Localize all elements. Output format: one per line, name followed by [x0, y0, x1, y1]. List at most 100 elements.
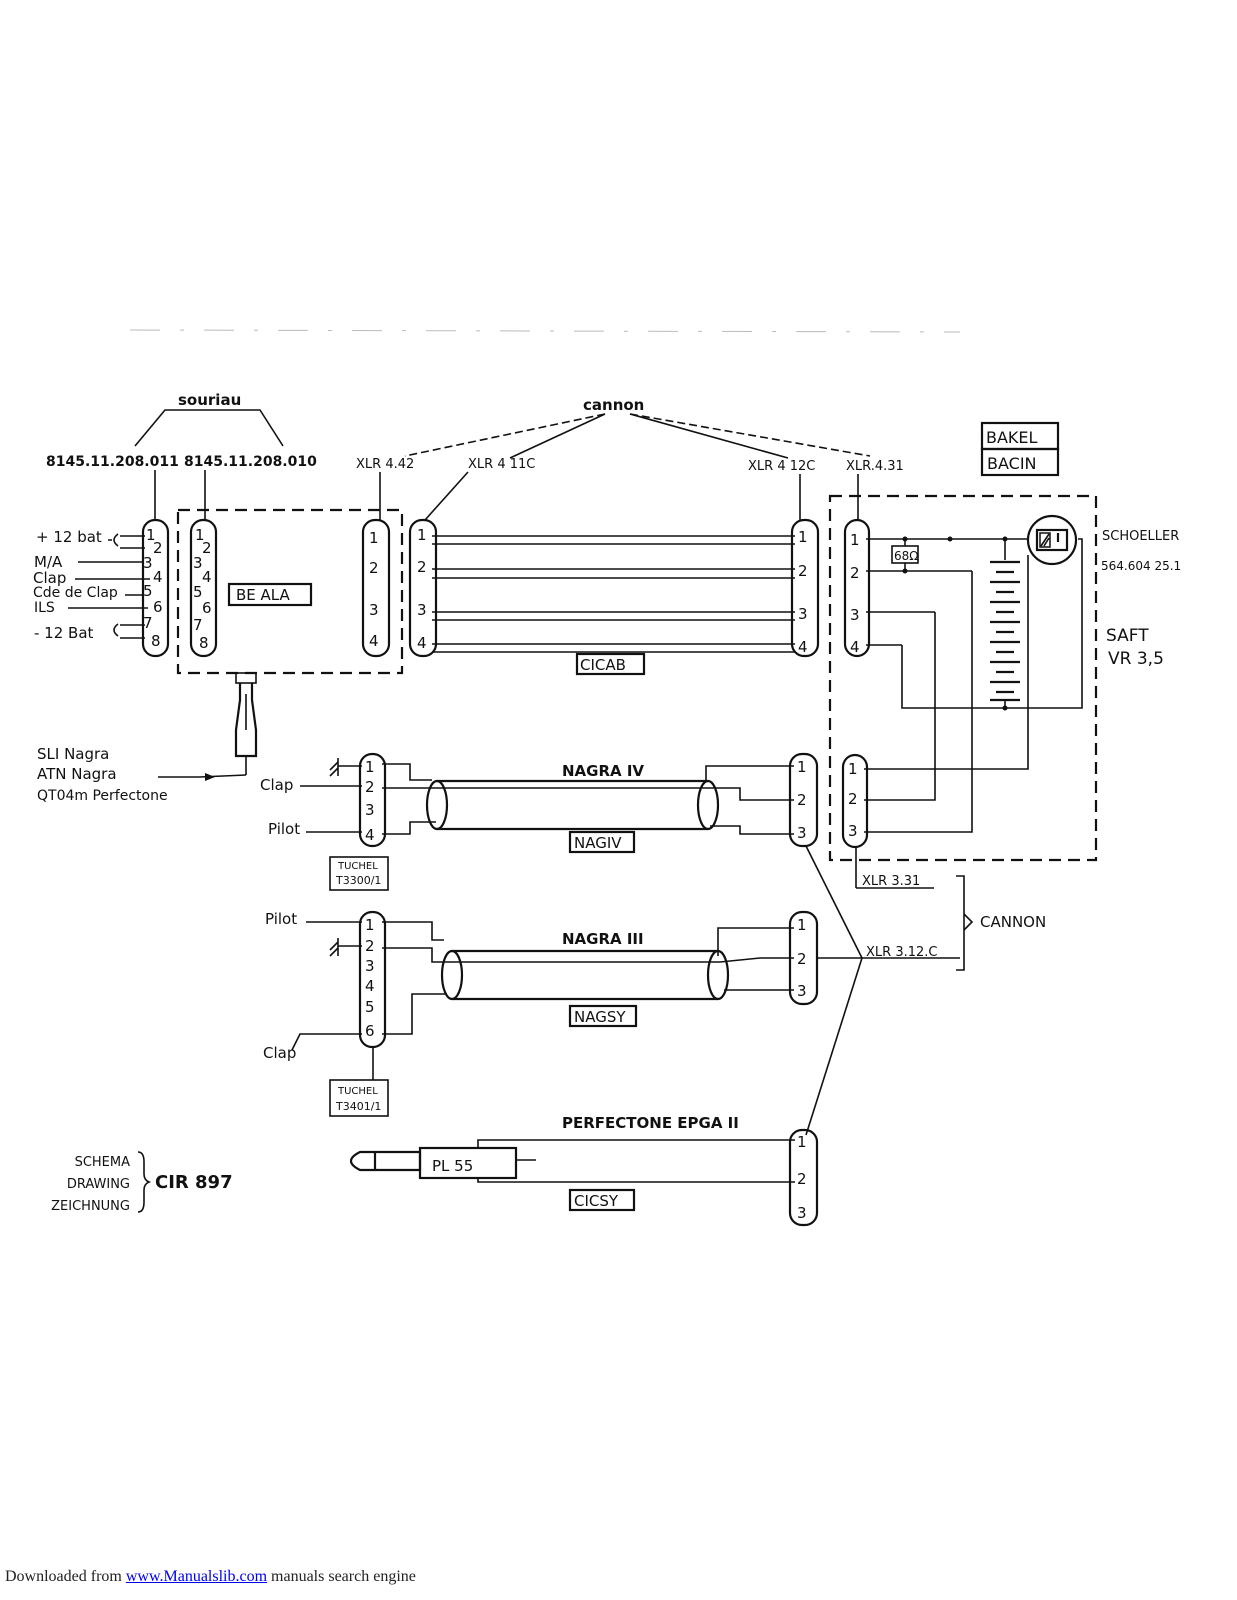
- svg-text:3: 3: [848, 822, 858, 840]
- pl55-label: PL 55: [432, 1157, 473, 1175]
- part-8145-010: 8145.11.208.010: [184, 454, 317, 470]
- tuchel2-bottom: T3401/1: [335, 1100, 381, 1113]
- plus12-label: + 12 bat: [36, 528, 102, 546]
- svg-text:1: 1: [365, 758, 375, 776]
- cde-clap-label: Cde de Clap: [33, 585, 118, 601]
- footer: Downloaded from www.Manualslib.com manua…: [5, 1568, 416, 1586]
- part-8145-011: 8145.11.208.011: [46, 454, 179, 470]
- svg-text:4: 4: [798, 638, 808, 656]
- tuchel1-bottom: T3300/1: [335, 874, 381, 887]
- svg-text:4: 4: [850, 638, 860, 656]
- tuchel2-top: TUCHEL: [337, 1086, 378, 1097]
- tuchel1-top: TUCHEL: [337, 861, 378, 872]
- cir-label: CIR 897: [155, 1172, 233, 1193]
- clap-label: Clap: [33, 569, 66, 587]
- svg-text:8: 8: [199, 634, 209, 652]
- svg-text:1: 1: [195, 526, 205, 544]
- xlr-331-label: XLR 3.31: [862, 874, 920, 889]
- beala-label: BE ALA: [236, 586, 290, 604]
- svg-text:2: 2: [365, 778, 375, 796]
- svg-text:3: 3: [193, 554, 203, 572]
- svg-text:2: 2: [850, 564, 860, 582]
- svg-text:3: 3: [365, 957, 375, 975]
- cannon-right-label: CANNON: [980, 913, 1046, 931]
- vr35-label: VR 3,5: [1108, 649, 1164, 669]
- svg-text:2: 2: [797, 791, 807, 809]
- xlr-431-label: XLR.4.31: [846, 459, 904, 474]
- xlr-412c-label: XLR 4 12C: [748, 459, 815, 474]
- resistor-label: 68Ω: [894, 549, 918, 563]
- nagsy-label: NAGSY: [574, 1008, 626, 1026]
- svg-text:2: 2: [153, 539, 163, 557]
- footer-suffix: manuals search engine: [267, 1568, 416, 1585]
- minus12-label: - 12 Bat: [34, 624, 94, 642]
- pilot-iv-label: Pilot: [268, 820, 300, 838]
- svg-text:2: 2: [797, 950, 807, 968]
- svg-text:2: 2: [417, 558, 427, 576]
- footer-prefix: Downloaded from: [5, 1568, 126, 1585]
- cicsy-label: CICSY: [574, 1192, 619, 1210]
- svg-text:3: 3: [850, 606, 860, 624]
- svg-text:1: 1: [850, 531, 860, 549]
- svg-text:3: 3: [143, 554, 153, 572]
- nagiv-label: NAGIV: [574, 834, 622, 852]
- svg-text:1: 1: [365, 916, 375, 934]
- svg-text:5: 5: [143, 582, 153, 600]
- svg-text:4: 4: [365, 977, 375, 995]
- svg-text:7: 7: [143, 614, 153, 632]
- svg-text:8: 8: [151, 632, 161, 650]
- svg-text:2: 2: [369, 559, 379, 577]
- cicab-label: CICAB: [580, 656, 626, 674]
- svg-text:4: 4: [153, 568, 163, 586]
- svg-text:1: 1: [797, 1133, 807, 1151]
- nagra-iv-label: NAGRA IV: [562, 762, 644, 780]
- qt04-label: QT04m Perfectone: [37, 788, 168, 804]
- ma-label: M/A: [34, 553, 63, 571]
- xlr-442-label: XLR 4.42: [356, 457, 414, 472]
- schoeller-label: SCHOELLER: [1102, 529, 1179, 544]
- clap-iv-label: Clap: [260, 776, 293, 794]
- svg-text:3: 3: [369, 601, 379, 619]
- svg-text:6: 6: [202, 599, 212, 617]
- svg-text:1: 1: [797, 758, 807, 776]
- schema-label: SCHEMA: [75, 1155, 131, 1170]
- svg-text:1: 1: [146, 526, 156, 544]
- atn-label: ATN Nagra: [37, 765, 117, 783]
- svg-text:6: 6: [153, 598, 163, 616]
- svg-text:4: 4: [365, 826, 375, 844]
- svg-text:1: 1: [417, 526, 427, 544]
- svg-text:4: 4: [202, 568, 212, 586]
- zeichnung-label: ZEICHNUNG: [51, 1199, 130, 1214]
- svg-text:2: 2: [848, 790, 858, 808]
- svg-text:1: 1: [369, 529, 379, 547]
- jack-plug-icon: [349, 1150, 422, 1172]
- svg-text:3: 3: [797, 982, 807, 1000]
- xlr-312c-label: XLR 3.12.C: [866, 945, 937, 960]
- souriau-label: souriau: [178, 391, 241, 409]
- svg-text:7: 7: [193, 616, 203, 634]
- svg-text:2: 2: [365, 937, 375, 955]
- saft-label: SAFT: [1106, 626, 1149, 646]
- sli-label: SLI Nagra: [37, 745, 109, 763]
- perfectone-label: PERFECTONE EPGA II: [562, 1114, 739, 1132]
- svg-text:1: 1: [797, 916, 807, 934]
- xlr-411c-label: XLR 4 11C: [468, 457, 535, 472]
- bakel-label: BAKEL: [986, 428, 1038, 447]
- svg-text:3: 3: [797, 1204, 807, 1222]
- svg-text:2: 2: [202, 539, 212, 557]
- svg-text:5: 5: [193, 583, 203, 601]
- ground-icon: [329, 758, 339, 777]
- pilot-iii-label: Pilot: [265, 910, 297, 928]
- svg-text:1: 1: [798, 528, 808, 546]
- svg-text:4: 4: [417, 634, 427, 652]
- svg-text:4: 4: [369, 632, 379, 650]
- schoeller-num-label: 564.604 25.1: [1101, 559, 1181, 573]
- bacin-label: BACIN: [987, 454, 1037, 473]
- manualslib-link[interactable]: www.Manualslib.com: [125, 1568, 268, 1585]
- svg-text:5: 5: [365, 998, 375, 1016]
- ils-label: ILS: [34, 600, 55, 616]
- svg-text:3: 3: [798, 605, 808, 623]
- svg-text:1: 1: [848, 760, 858, 778]
- svg-text:3: 3: [417, 601, 427, 619]
